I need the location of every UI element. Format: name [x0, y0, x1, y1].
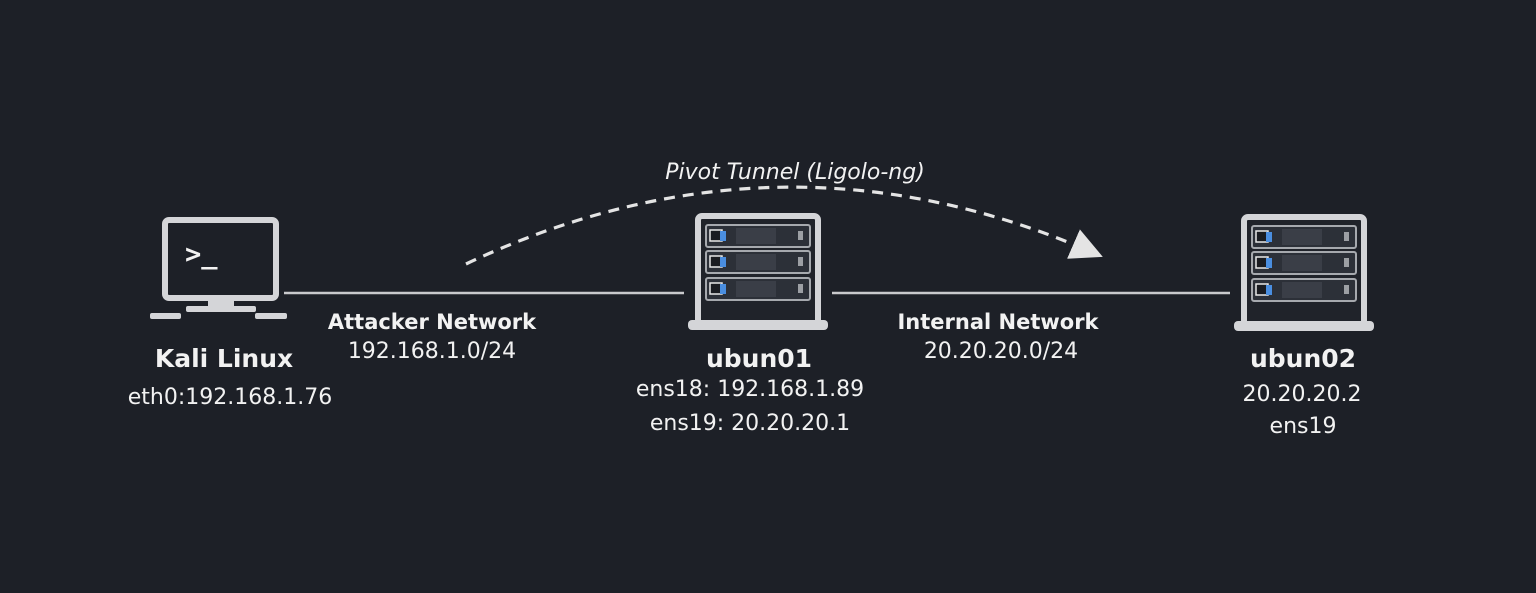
pivot-tunnel-label: Pivot Tunnel (Ligolo-ng): [665, 160, 925, 185]
host-ubun01-interface-ens19: ens19: 20.20.20.1: [649, 411, 851, 436]
host-kali-interface: eth0:192.168.1.76: [127, 385, 333, 410]
host-ubun02-name: ubun02: [1249, 344, 1357, 373]
host-ubun01-interface-ens18: ens18: 192.168.1.89: [635, 377, 865, 402]
host-ubun02-interface: ens19: [1269, 414, 1337, 439]
internal-network-name: Internal Network: [897, 310, 1099, 334]
server-rack-icon: [688, 213, 828, 330]
host-ubun01-name: ubun01: [705, 344, 813, 373]
attacker-network-cidr: 192.168.1.0/24: [347, 339, 517, 364]
terminal-prompt: >_: [185, 239, 218, 270]
pivot-tunnel-arrow: [465, 185, 1103, 266]
internal-network-cidr: 20.20.20.0/24: [923, 339, 1079, 364]
attacker-network-name: Attacker Network: [327, 310, 537, 334]
host-ubun02-ip: 20.20.20.2: [1242, 382, 1362, 407]
terminal-laptop-icon: >_: [150, 217, 287, 319]
host-kali-name: Kali Linux: [154, 344, 294, 373]
server-rack-icon: [1234, 214, 1374, 331]
